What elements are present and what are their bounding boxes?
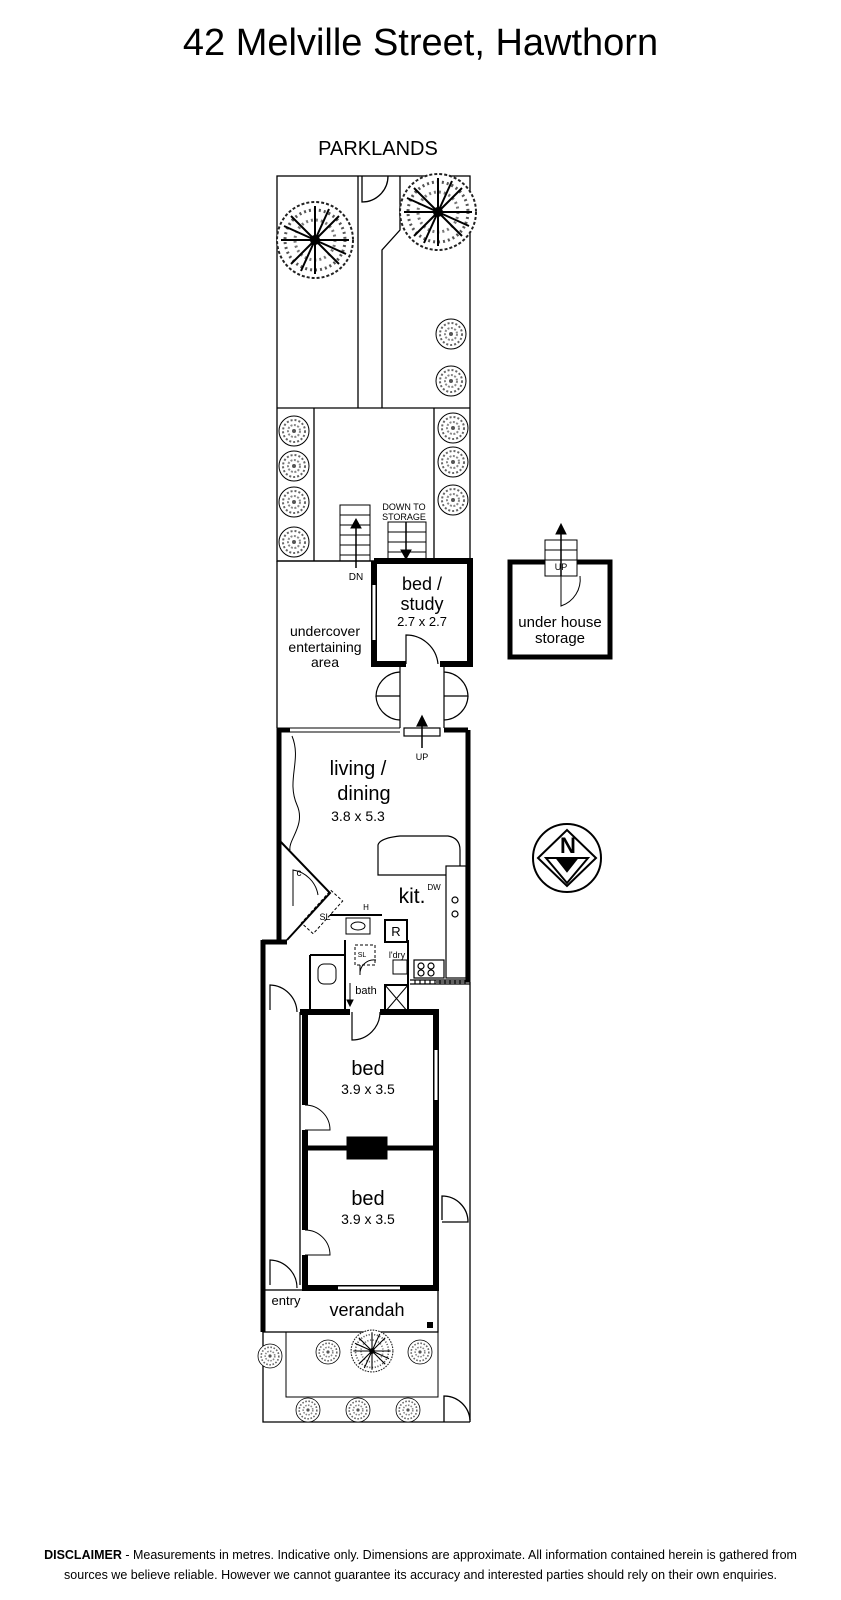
undercover-label-2: entertaining — [288, 639, 361, 655]
living-dim: 3.8 x 5.3 — [331, 808, 385, 824]
entry-label: entry — [272, 1293, 301, 1308]
under-house-storage — [507, 522, 613, 660]
laundry-label: l'dry — [389, 950, 406, 960]
tree-icon — [275, 200, 355, 280]
tree-icon — [398, 172, 478, 252]
r-label: R — [391, 924, 400, 939]
page-title: 42 Melville Street, Hawthorn — [182, 22, 659, 64]
under-house-label-2: storage — [535, 630, 585, 647]
storage-up-label: UP — [555, 562, 568, 572]
down-to-storage-label: DOWN TO — [382, 502, 425, 512]
stairs-down-to-storage — [387, 521, 427, 562]
cupboard — [292, 869, 344, 935]
verandah-label: verandah — [329, 1300, 404, 1320]
bed-study-label-1: bed / — [402, 574, 442, 594]
side-passage — [436, 981, 471, 1422]
shrubs-rear — [278, 318, 469, 558]
bed-study-room — [371, 558, 473, 667]
kitchen-bench — [377, 835, 470, 985]
bed1-dim: 3.9 x 3.5 — [341, 1081, 395, 1097]
h-label: H — [363, 903, 369, 912]
sl-label-2: SL — [358, 952, 367, 959]
tree-icon — [350, 1329, 394, 1373]
compass-n-label: N — [560, 833, 576, 858]
up-label: UP — [416, 752, 429, 762]
dw-label: DW — [427, 883, 441, 892]
undercover-area — [276, 560, 374, 728]
disclaimer: DISCLAIMER - Measurements in metres. Ind… — [30, 1545, 811, 1585]
dn-label: DN — [349, 572, 363, 583]
north-compass-icon — [532, 823, 602, 893]
disclaimer-label: DISCLAIMER — [44, 1548, 122, 1562]
hallway-doors — [375, 664, 469, 748]
stairs-down — [339, 504, 371, 568]
house-walls — [260, 727, 471, 1332]
bath-label: bath — [355, 985, 376, 997]
bed2-dim: 3.9 x 3.5 — [341, 1211, 395, 1227]
bed-study-dim: 2.7 x 2.7 — [397, 614, 447, 629]
under-house-label-1: under house — [518, 614, 601, 631]
kitchen-label: kit. — [399, 885, 426, 908]
shrubs-front — [257, 1339, 433, 1423]
disclaimer-text: - Measurements in metres. Indicative onl… — [64, 1548, 797, 1582]
cupboard-label: c — [297, 868, 302, 879]
living-label-2: dining — [337, 783, 390, 805]
undercover-label-1: undercover — [290, 623, 360, 639]
bed1-label: bed — [351, 1058, 384, 1080]
sl-label: SL — [319, 912, 330, 922]
living-label-1: living / — [330, 758, 387, 780]
bed-study-label-2: study — [400, 594, 443, 614]
down-to-storage-label-2: STORAGE — [382, 512, 426, 522]
parklands-label: PARKLANDS — [318, 138, 438, 160]
bed2-label: bed — [351, 1188, 384, 1210]
wet-areas — [309, 914, 409, 1013]
undercover-label-3: area — [311, 654, 339, 670]
